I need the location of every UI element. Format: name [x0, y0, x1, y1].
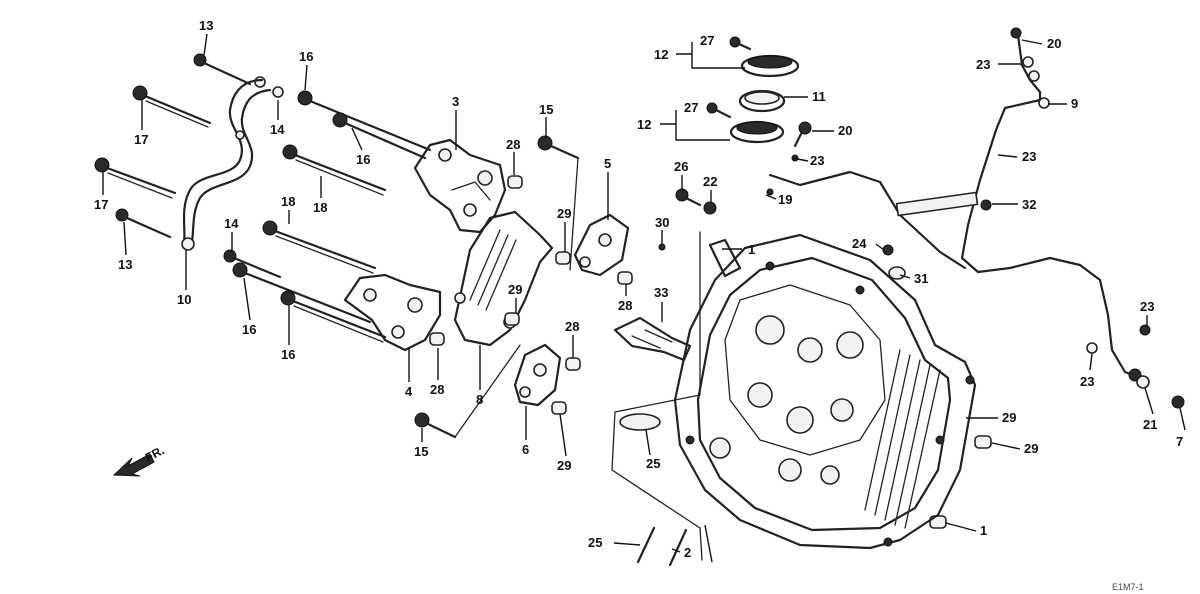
callout: 16 — [242, 322, 256, 337]
front-direction-arrow: FR. — [112, 443, 166, 477]
long-bolts-group — [94, 53, 432, 343]
callout: 23 — [976, 57, 990, 72]
callout: 1 — [748, 242, 755, 257]
callout: 16 — [299, 49, 313, 64]
callout: 13 — [118, 257, 132, 272]
callout: 24 — [852, 236, 867, 251]
callout: 10 — [177, 292, 191, 307]
callout: 30 — [655, 215, 669, 230]
callout: 28 — [430, 382, 444, 397]
callout-numbers: 13 16 3 15 28 5 17 14 16 18 17 13 10 14 … — [94, 18, 1183, 560]
callout: 7 — [1176, 434, 1183, 449]
callout: 28 — [565, 319, 579, 334]
callout: 28 — [506, 137, 520, 152]
callout: 18 — [313, 200, 327, 215]
callout: 8 — [476, 392, 483, 407]
callout: 21 — [1143, 417, 1157, 432]
studs-25 — [636, 526, 688, 567]
spark-plug-33 — [613, 316, 692, 362]
callout: 4 — [405, 384, 413, 399]
callout: 1 — [980, 523, 987, 538]
callout: 16 — [281, 347, 295, 362]
callout: 29 — [557, 458, 571, 473]
rocker-arm-6 — [513, 343, 562, 407]
callout: 6 — [522, 442, 529, 457]
bolts-15 — [414, 135, 580, 439]
callout: 32 — [1022, 197, 1036, 212]
callout: 25 — [646, 456, 660, 471]
callout: 20 — [838, 123, 852, 138]
cylinder-head-2 — [611, 231, 977, 561]
callout: 27 — [684, 100, 698, 115]
callout: 29 — [508, 282, 522, 297]
callout: 33 — [654, 285, 668, 300]
bracket-10 — [181, 78, 272, 251]
dowel-pins — [429, 175, 992, 529]
callout: 12 — [637, 117, 651, 132]
callout: 15 — [414, 444, 428, 459]
leader-lines — [102, 33, 1186, 563]
rocker-holder-4 — [343, 273, 442, 352]
callout: 13 — [199, 18, 213, 33]
callout: 25 — [588, 535, 602, 550]
callout: 18 — [281, 194, 295, 209]
diagram-code: E1M7-1 — [1112, 582, 1144, 592]
callout: 14 — [224, 216, 239, 231]
callout: 14 — [270, 122, 285, 137]
oil-pipe-9 — [766, 27, 1185, 409]
callout: 27 — [700, 33, 714, 48]
rocker-holder-3 — [413, 138, 507, 234]
callout: 15 — [539, 102, 553, 117]
callout: 17 — [94, 197, 108, 212]
callout: 5 — [604, 156, 611, 171]
callout: 11 — [812, 89, 826, 104]
guides-1 — [619, 238, 742, 431]
callout: 22 — [703, 174, 717, 189]
callout: 23 — [1080, 374, 1094, 389]
callout: 23 — [1022, 149, 1036, 164]
callout: 23 — [810, 153, 824, 168]
callout: 29 — [1002, 410, 1016, 425]
small-bolts-center — [658, 188, 717, 251]
callout: 12 — [654, 47, 668, 62]
callout: 29 — [557, 206, 571, 221]
callout: 16 — [356, 152, 370, 167]
callout: 19 — [778, 192, 792, 207]
callout: 28 — [618, 298, 632, 313]
callout: 17 — [134, 132, 148, 147]
callout: 23 — [1140, 299, 1154, 314]
callout: 20 — [1047, 36, 1061, 51]
rocker-arm-5 — [573, 213, 630, 277]
callout: 3 — [452, 94, 459, 109]
callout: 2 — [684, 545, 691, 560]
callout: 26 — [674, 159, 688, 174]
caps-11-12 — [706, 36, 812, 148]
callout: 31 — [914, 271, 928, 286]
callout: 29 — [1024, 441, 1038, 456]
callout: 9 — [1071, 96, 1078, 111]
